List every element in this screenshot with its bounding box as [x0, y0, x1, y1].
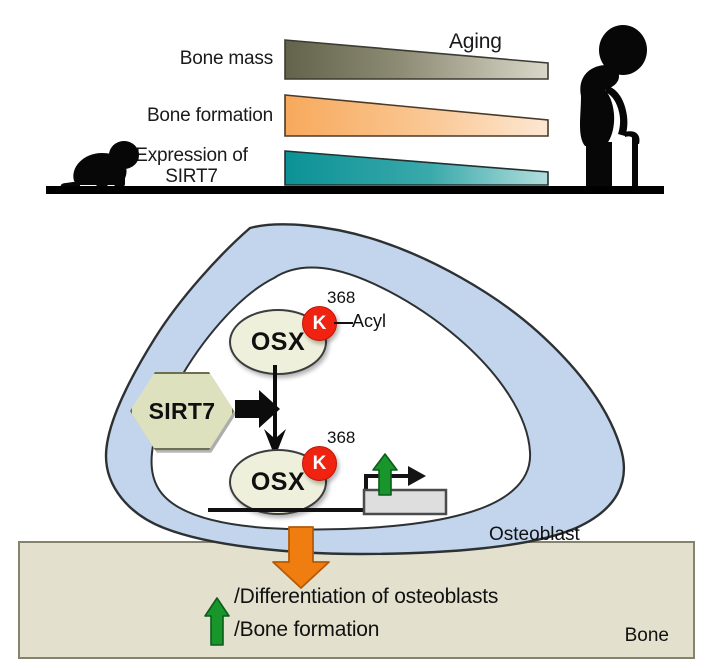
bar-wedge-bone-formation — [284, 94, 549, 137]
ground-line — [46, 186, 664, 194]
bar-wedge-bone-mass — [284, 39, 549, 80]
elderly-person-with-cane-silhouette — [580, 25, 647, 190]
aging-panel: Bone mass Aging Bone formation — [0, 0, 713, 210]
outcome-bone-formation: /Bone formation — [234, 618, 380, 641]
osteoblast-label: Osteoblast — [489, 524, 580, 545]
lysine-residue-acylated: K — [302, 306, 337, 341]
target-gene-box — [362, 466, 448, 516]
orange-down-arrow — [272, 526, 330, 589]
bar-wedge-sirt7-expression — [284, 150, 549, 186]
acyl-bond-line — [334, 322, 353, 324]
crawling-baby-silhouette — [60, 141, 139, 187]
bar-label-bone-formation: Bone formation — [146, 105, 273, 126]
sirt7-hexagon: SIRT7 — [130, 372, 234, 450]
cell-panel: Bone Osteoblast OSX K 368 Acyl SIRT7 — [0, 210, 713, 668]
lysine-residue-deacylated: K — [302, 446, 337, 481]
aging-label: Aging — [449, 30, 502, 53]
residue-number-top: 368 — [327, 288, 356, 307]
outcome-differentiation: /Differentiation of osteoblasts — [234, 585, 499, 608]
dna-strand-line — [208, 508, 365, 512]
acyl-label: Acyl — [352, 311, 387, 331]
green-up-arrow-outcome — [204, 597, 230, 646]
residue-number-bottom: 368 — [327, 428, 356, 447]
bar-label-bone-mass: Bone mass — [179, 48, 273, 69]
black-down-arrow — [264, 365, 286, 457]
bar-label-sirt7-expression: Expression of SIRT7 — [135, 145, 248, 187]
bone-label: Bone — [624, 625, 669, 646]
black-right-arrow — [235, 390, 280, 428]
green-up-arrow-transcription — [372, 453, 398, 496]
bone-block: Bone — [18, 541, 695, 659]
